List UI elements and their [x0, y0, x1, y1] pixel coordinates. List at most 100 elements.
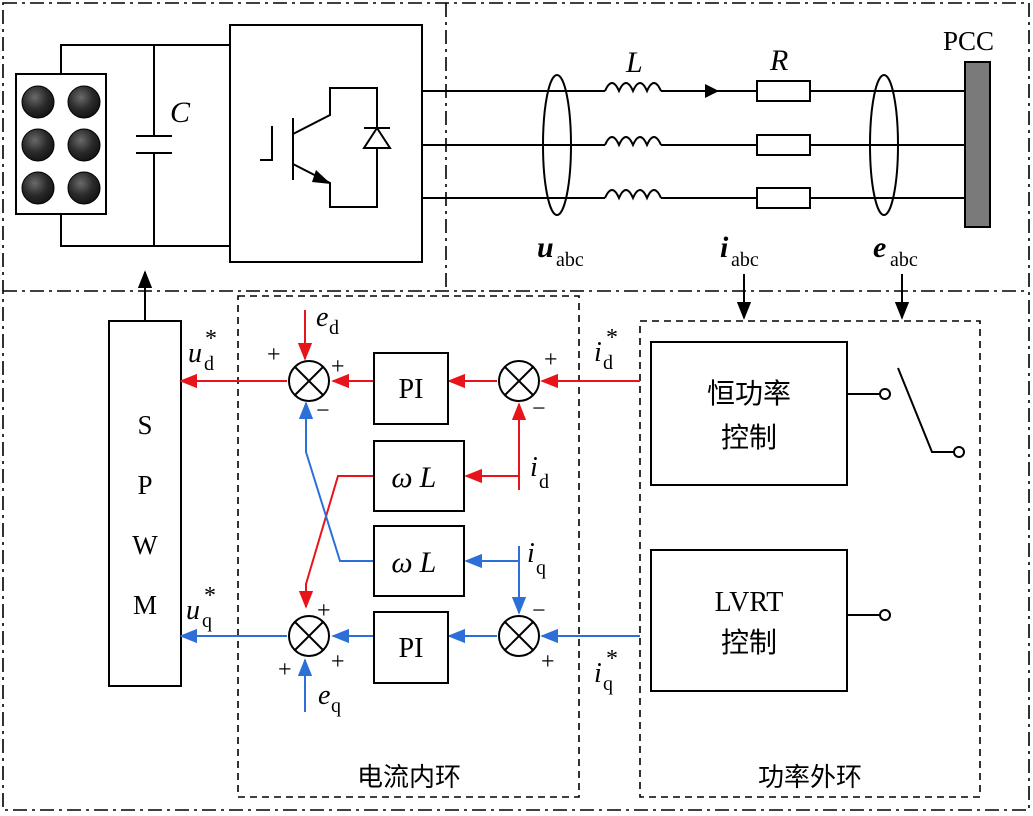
omega-l-block-d: ω L [373, 440, 465, 512]
minus-sign: − [532, 598, 546, 624]
svg-text:*: * [606, 325, 618, 351]
inductor-label: L [625, 46, 643, 79]
inner-loop-title: 电流内环 [357, 763, 461, 793]
label-eq: e q [318, 680, 341, 717]
battery-cell-icon [67, 85, 101, 119]
svg-text:PI: PI [399, 374, 424, 405]
pi-controller-q: PI [373, 611, 449, 684]
svg-text:d: d [603, 352, 613, 374]
omega-l-block-q: ω L [373, 525, 465, 597]
svg-text:LVRT: LVRT [715, 587, 784, 618]
label-id-feedback: i d [530, 452, 549, 493]
inverter-igbt-block [229, 24, 423, 263]
svg-text:q: q [536, 557, 546, 579]
resistor-phase-b-icon [756, 134, 811, 156]
svg-text:ω: ω [391, 546, 412, 579]
minus-sign: − [532, 396, 546, 422]
switch-contact-icon [879, 388, 891, 400]
svg-text:i: i [720, 231, 729, 264]
resistor-phase-a-icon [756, 80, 811, 102]
svg-text:u: u [186, 595, 200, 626]
switch-pivot-icon [953, 446, 965, 458]
plus-sign: + [331, 354, 345, 380]
label-e-abc: e abc [873, 231, 918, 271]
svg-text:控制: 控制 [721, 421, 777, 454]
lvrt-control-block: LVRT 控制 [650, 549, 848, 692]
inductor-phase-c-icon [604, 189, 662, 201]
svg-text:i: i [530, 452, 538, 483]
igbt-emitter-arrow-icon [312, 170, 331, 184]
battery-cell-icon [21, 85, 55, 119]
dc-bus-bottom [60, 214, 230, 247]
dc-bus-top [60, 44, 230, 74]
label-uq-ref: u q * [186, 583, 216, 632]
battery-cell-icon [21, 128, 55, 162]
plus-sign: + [267, 342, 281, 368]
svg-text:e: e [873, 231, 886, 264]
svg-text:L: L [419, 546, 437, 579]
svg-text:abc: abc [731, 249, 759, 271]
label-iq-feedback: i q [527, 538, 546, 579]
battery-cell-icon [21, 171, 55, 205]
svg-text:u: u [537, 231, 554, 264]
outer-loop-title: 功率外环 [758, 763, 862, 793]
spwm-letter: S [137, 410, 152, 440]
grid-voltage-sensor-ellipse [869, 74, 899, 216]
q-axis-signal-paths [179, 401, 640, 712]
svg-text:abc: abc [556, 249, 584, 271]
label-id-ref: i d * [594, 325, 618, 374]
sum-junction-q-error [498, 615, 540, 657]
svg-text:i: i [594, 658, 602, 689]
svg-text:PI: PI [399, 633, 424, 664]
svg-text:q: q [331, 695, 341, 717]
q-decoupling-cross-arrow [298, 401, 374, 562]
plus-sign: + [278, 657, 292, 683]
minus-sign: − [316, 398, 330, 424]
plus-sign: + [317, 598, 331, 624]
svg-text:*: * [205, 326, 217, 352]
plus-sign: + [541, 649, 555, 675]
voltage-sensor-ellipse [542, 74, 572, 216]
svg-text:控制: 控制 [721, 626, 777, 659]
inductor-phase-a-icon [604, 82, 662, 94]
spwm-letter: P [137, 470, 152, 500]
three-phase-lines [422, 61, 991, 228]
svg-text:ω: ω [391, 461, 412, 494]
svg-text:e: e [316, 302, 328, 333]
dc-capacitor: C [136, 45, 191, 246]
spwm-letter: M [133, 590, 157, 620]
freewheel-diode-icon [362, 126, 392, 149]
svg-text:i: i [527, 538, 535, 569]
outer-loop-frame [639, 320, 981, 798]
label-u-abc: u abc [537, 231, 584, 271]
svg-text:恒功率: 恒功率 [707, 377, 791, 410]
resistor-label: R [769, 44, 788, 77]
current-arrow-icon [705, 84, 719, 98]
resistor-phase-c-icon [756, 187, 811, 209]
svg-text:u: u [188, 338, 202, 369]
d-axis-signal-paths [179, 310, 640, 609]
svg-text:abc: abc [890, 249, 918, 271]
label-iq-ref: i q * [594, 646, 618, 695]
sum-junction-d-error [498, 360, 540, 402]
label-ud-ref: u d * [188, 326, 217, 375]
capacitor-label: C [170, 96, 191, 129]
igbt-gate-icon [260, 126, 273, 161]
switch-contact-icon [879, 609, 891, 621]
pcc-bus-bar [964, 61, 991, 228]
constant-power-control-block: 恒功率 控制 [650, 341, 848, 486]
inner-loop-frame [237, 295, 580, 798]
spwm-letter: W [132, 530, 158, 560]
label-ed: e d [316, 302, 339, 339]
svg-text:d: d [204, 353, 214, 375]
svg-text:q: q [202, 610, 212, 632]
pi-controller-d: PI [373, 352, 449, 425]
svg-text:d: d [329, 317, 339, 339]
svg-text:e: e [318, 680, 330, 711]
pcc-label: PCC [943, 26, 994, 56]
plus-sign: + [331, 649, 345, 675]
d-decoupling-cross-arrow [298, 475, 374, 609]
